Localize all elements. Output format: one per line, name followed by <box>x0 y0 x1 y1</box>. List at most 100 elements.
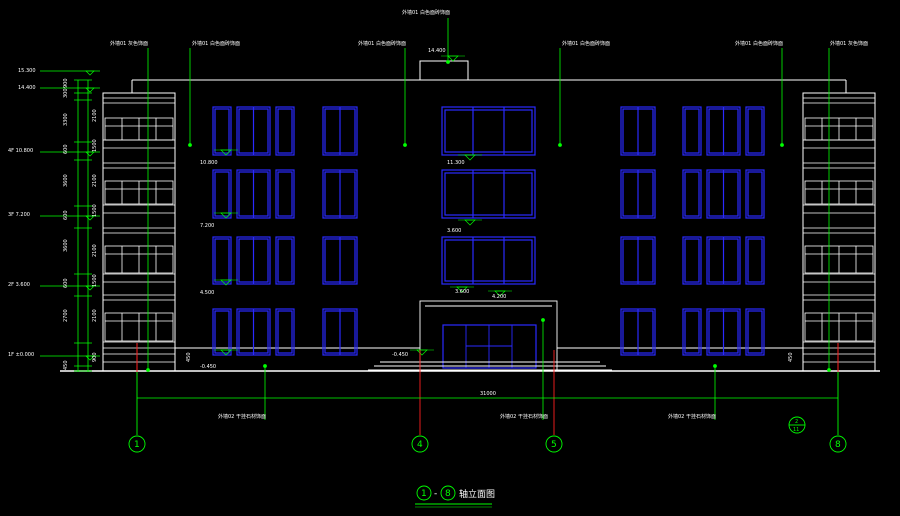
center-window <box>441 169 536 219</box>
center-frame <box>444 239 533 282</box>
axis-bubble <box>128 435 146 453</box>
window <box>275 308 295 356</box>
overall-width-label: 31000 <box>480 391 496 397</box>
window <box>745 169 765 219</box>
callout-dot <box>446 60 450 64</box>
inner-level-triangle <box>464 219 476 226</box>
level-triangle <box>85 151 95 157</box>
window <box>682 169 702 219</box>
level-markers <box>40 55 512 361</box>
window-frame <box>214 310 230 354</box>
dim-left-value: 3600 <box>63 174 69 187</box>
callout-top-r2: 外墙01 白色面砖饰面 <box>735 40 783 47</box>
inner-level-2: 11.300 <box>447 160 465 166</box>
window-frame <box>708 171 739 217</box>
level-roof-top: 15.300 <box>18 68 36 74</box>
window-frame <box>277 108 293 154</box>
callout-dot <box>188 143 192 147</box>
callout-top-center: 外墙01 白色面砖饰面 <box>402 9 450 16</box>
dim-left-value: 600 <box>63 210 69 220</box>
title-axis-start: 1 <box>421 489 427 499</box>
window <box>682 308 702 356</box>
dim-inner-value: 2100 <box>92 244 98 257</box>
window <box>275 106 295 156</box>
level-triangle <box>85 87 95 93</box>
callout-bottom-c: 外墙02 干挂石材饰面 <box>500 413 548 420</box>
inner-level-triangle <box>416 349 428 356</box>
axis-bubble <box>545 435 563 453</box>
window-frame <box>324 310 356 354</box>
dim-left-value: 600 <box>63 278 69 288</box>
inner-level-4: 3.600 <box>447 228 461 234</box>
window-frame <box>277 310 293 354</box>
center-frame <box>444 172 533 216</box>
inner-level-3: 7.200 <box>200 223 214 229</box>
inner-level-triangle <box>464 154 476 161</box>
level-4f: 4F 10.800 <box>8 148 33 154</box>
title-text: 轴立面图 <box>459 488 495 500</box>
window-frame <box>684 238 700 283</box>
callout-top-r3: 外墙01 灰色饰面 <box>830 40 868 47</box>
window-frame <box>214 108 230 154</box>
dim-left-value: 300 <box>63 88 69 98</box>
window <box>275 169 295 219</box>
window <box>212 308 232 356</box>
level-triangle <box>85 70 95 76</box>
window-frame <box>622 108 654 154</box>
detail-marker <box>788 416 806 434</box>
callout-dot <box>780 143 784 147</box>
window-frame <box>277 171 293 217</box>
callout-dot <box>403 143 407 147</box>
inner-level-10: 14.400 <box>428 48 446 54</box>
level-triangle <box>85 285 95 291</box>
level-3f: 3F 7.200 <box>8 212 30 218</box>
level-parapet: 14.400 <box>18 85 36 91</box>
axis-bubble <box>829 435 847 453</box>
window-frame <box>324 171 356 217</box>
callout-dot <box>558 143 562 147</box>
callout-dot <box>541 318 545 322</box>
drawing-title: 1 - 8 轴立面图 <box>415 485 495 508</box>
window <box>212 236 232 285</box>
inner-level-6: 3.600 <box>455 289 469 295</box>
dimension-lines-left <box>74 79 92 372</box>
title-axis-end: 8 <box>445 489 451 499</box>
stair-tower-bands <box>103 97 875 363</box>
window-frame <box>747 108 763 154</box>
level-triangle <box>85 215 95 221</box>
callout-dot <box>146 368 150 372</box>
window-frame <box>747 238 763 283</box>
inner-level-1: 10.800 <box>200 160 218 166</box>
level-2f: 2F 3.600 <box>8 282 30 288</box>
window <box>682 236 702 285</box>
window-frame <box>708 108 739 154</box>
inner-level-7: 4.200 <box>492 294 506 300</box>
window <box>745 236 765 285</box>
inner-level-triangle <box>447 55 459 62</box>
dim-inner-value: 2100 <box>92 109 98 122</box>
window-frame <box>238 171 269 217</box>
dim-inner-value: 900 <box>92 352 98 362</box>
callout-dot <box>263 364 267 368</box>
center-window <box>441 236 536 285</box>
window <box>745 106 765 156</box>
window-frame <box>238 310 269 354</box>
window-frame <box>747 171 763 217</box>
callout-top-l2: 外墙01 白色面砖饰面 <box>192 40 240 47</box>
dim-left-value: 3300 <box>63 113 69 126</box>
dim-inner-value: 1500 <box>92 204 98 217</box>
center-frame <box>444 109 533 153</box>
callout-top-l3: 外墙01 白色面砖饰面 <box>358 40 406 47</box>
inner-level-5: 4.500 <box>200 290 214 296</box>
dim-inner-value: 2100 <box>92 174 98 187</box>
callout-bottom-l: 外墙02 干挂石材饰面 <box>218 413 266 420</box>
dim-left-value: 900 <box>63 78 69 88</box>
window-frame <box>238 238 269 283</box>
axis-label: 1 <box>134 440 140 450</box>
window-frame <box>622 310 654 354</box>
window-frame <box>747 310 763 354</box>
inner-level-8: -0.450 <box>200 364 216 370</box>
axis-label: 5 <box>551 440 557 450</box>
side-dim-right: 450 <box>788 352 794 362</box>
window-frame <box>277 238 293 283</box>
